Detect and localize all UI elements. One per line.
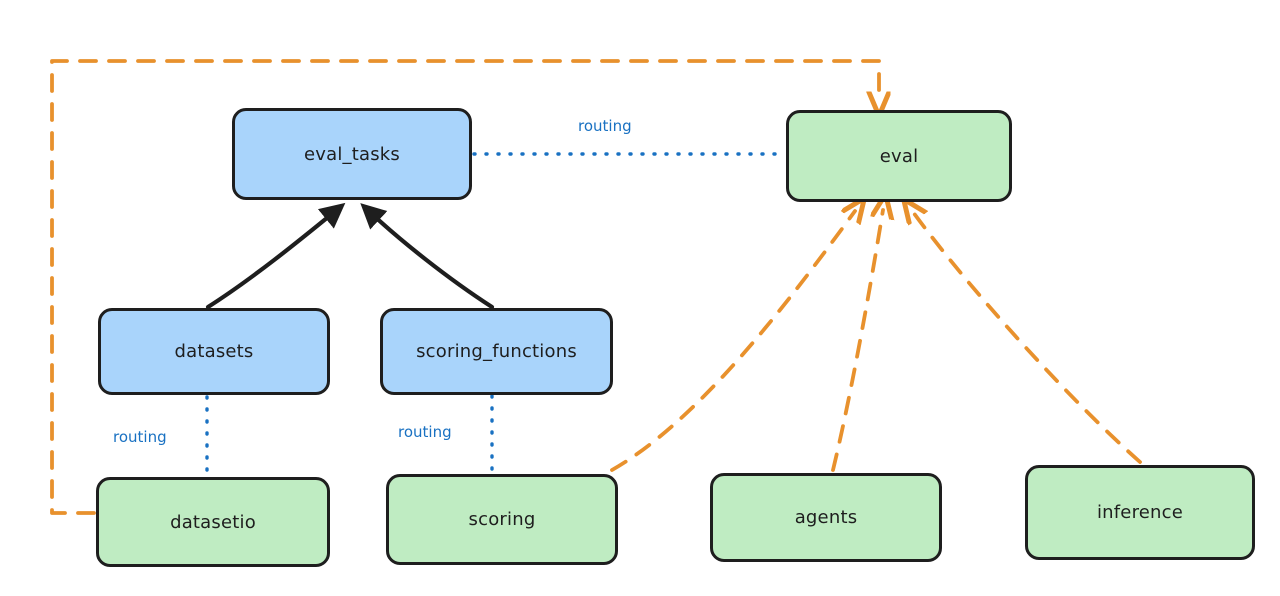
edge-datasets-to-eval-tasks — [205, 202, 346, 310]
node-inference[interactable]: inference — [1025, 465, 1255, 560]
node-label-scoring: scoring — [468, 509, 536, 530]
node-label-inference: inference — [1096, 502, 1184, 523]
edge-label-routing-scoring-functions-scoring: routing — [398, 423, 452, 441]
edge-datasetio-to-eval-dependency — [50, 59, 879, 515]
node-eval[interactable]: eval — [786, 110, 1012, 202]
edge-label-routing-datasets-datasetio: routing — [113, 428, 167, 446]
edge-scoring-to-eval-dependency — [610, 211, 855, 472]
node-datasetio[interactable]: datasetio — [96, 477, 330, 567]
edge-inference-to-eval-dependency — [913, 212, 1142, 464]
node-label-datasets: datasets — [174, 341, 254, 362]
node-scoring-functions[interactable]: scoring_functions — [380, 308, 613, 395]
node-label-eval: eval — [879, 145, 919, 167]
node-label-scoring-functions: scoring_functions — [416, 341, 577, 362]
edge-agents-to-eval-dependency — [831, 210, 883, 472]
node-label-eval-tasks: eval_tasks — [303, 143, 401, 165]
node-label-datasetio: datasetio — [170, 511, 256, 533]
edge-scoring-functions-to-eval-tasks — [360, 203, 495, 310]
node-scoring[interactable]: scoring — [386, 474, 618, 565]
node-datasets[interactable]: datasets — [98, 308, 330, 395]
node-eval-tasks[interactable]: eval_tasks — [232, 108, 472, 200]
node-agents[interactable]: agents — [710, 473, 942, 562]
node-label-agents: agents — [794, 507, 858, 528]
edge-label-routing-eval-tasks-eval: routing — [578, 117, 632, 135]
